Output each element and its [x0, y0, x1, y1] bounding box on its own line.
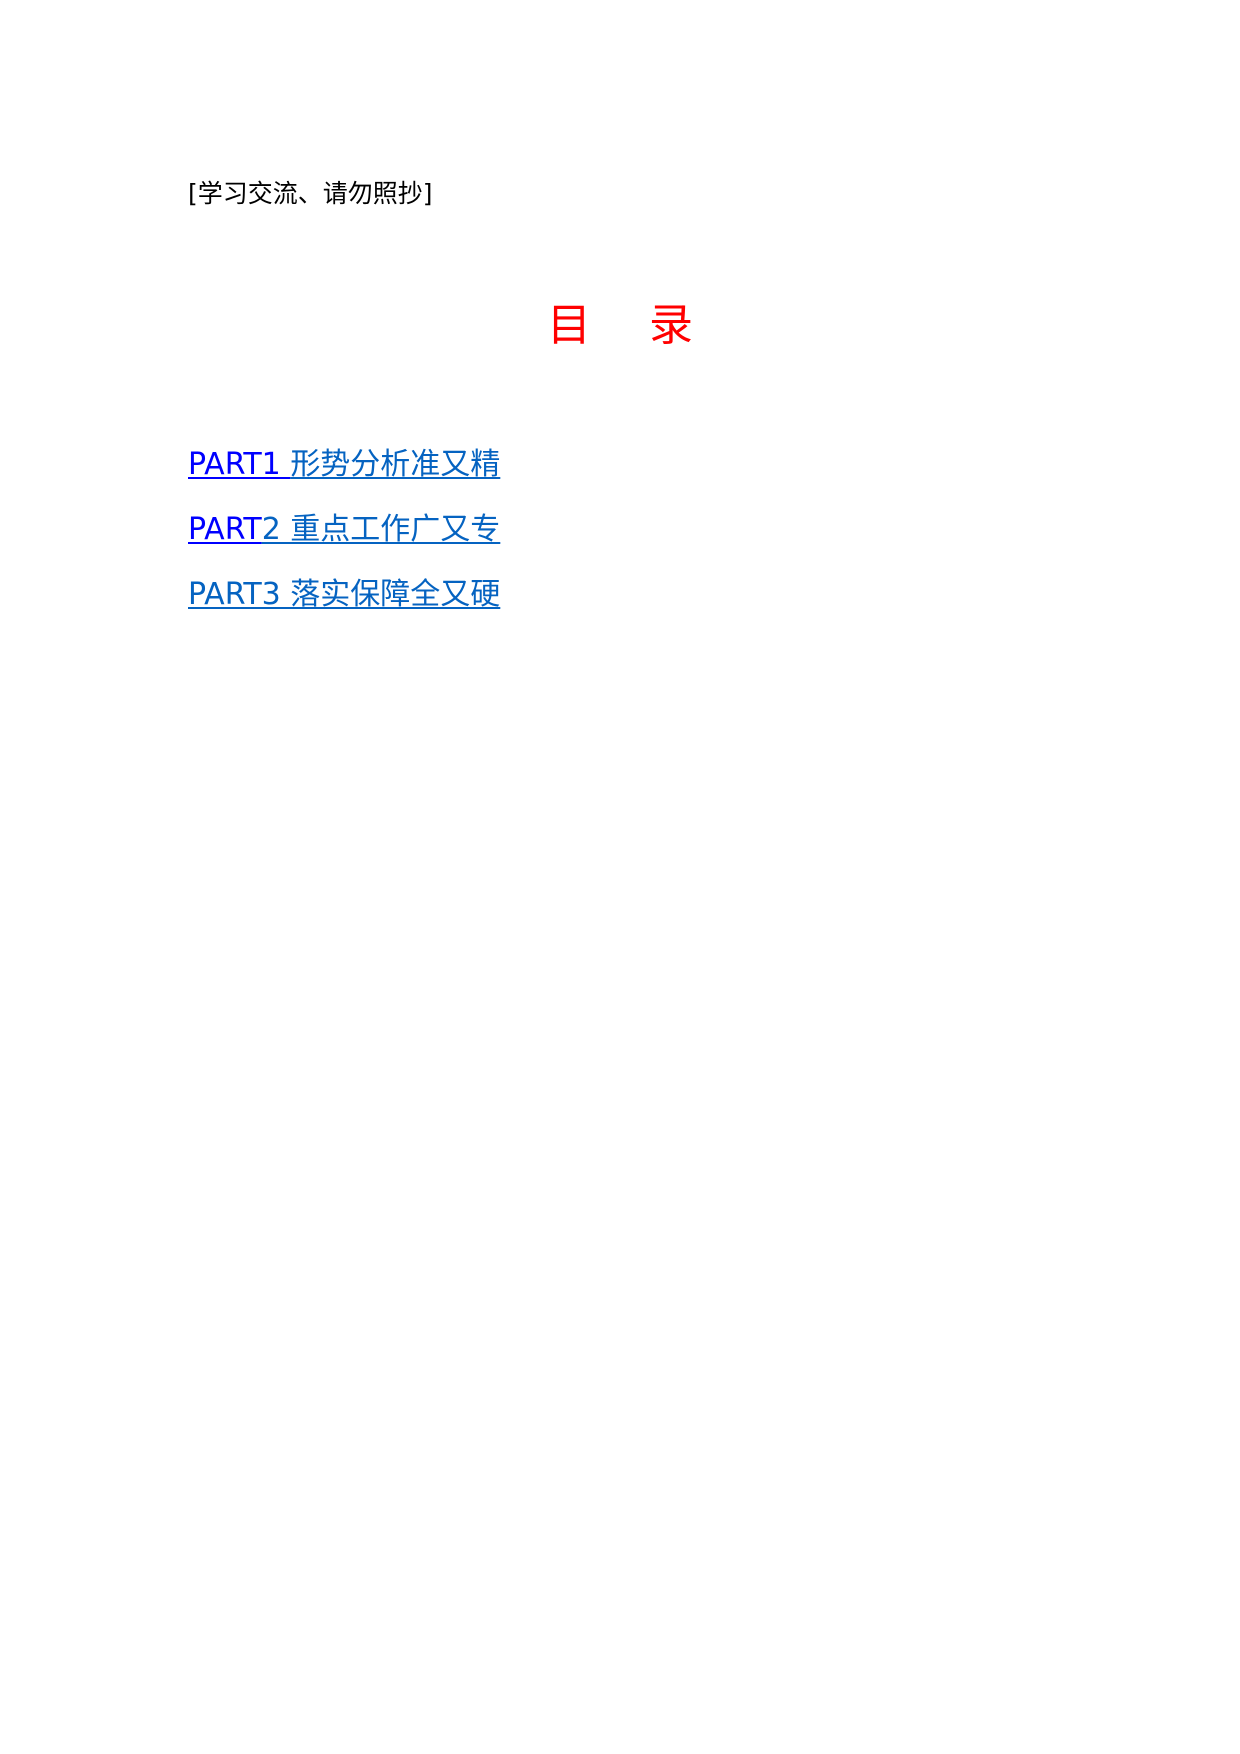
toc-link-part2-label[interactable]: PART [188, 512, 262, 547]
toc-entry-part1: PART1 形势分析准又精 [188, 432, 500, 497]
table-of-contents: PART1 形势分析准又精 PART2 重点工作广又专 PART3 落实保障全又… [188, 432, 500, 627]
toc-link-part2-title[interactable]: 2 重点工作广又专 [261, 512, 501, 547]
toc-title: 目 录 [547, 300, 715, 351]
toc-link-part1-label[interactable]: PART1 [188, 447, 291, 482]
study-notice: [学习交流、请勿照抄] [188, 179, 433, 208]
toc-entry-part3: PART3 落实保障全又硬 [188, 562, 500, 627]
toc-link-part1-title[interactable]: 形势分析准又精 [290, 447, 501, 482]
toc-link-part3-title[interactable]: PART3 落实保障全又硬 [188, 577, 501, 612]
toc-entry-part2: PART2 重点工作广又专 [188, 497, 500, 562]
